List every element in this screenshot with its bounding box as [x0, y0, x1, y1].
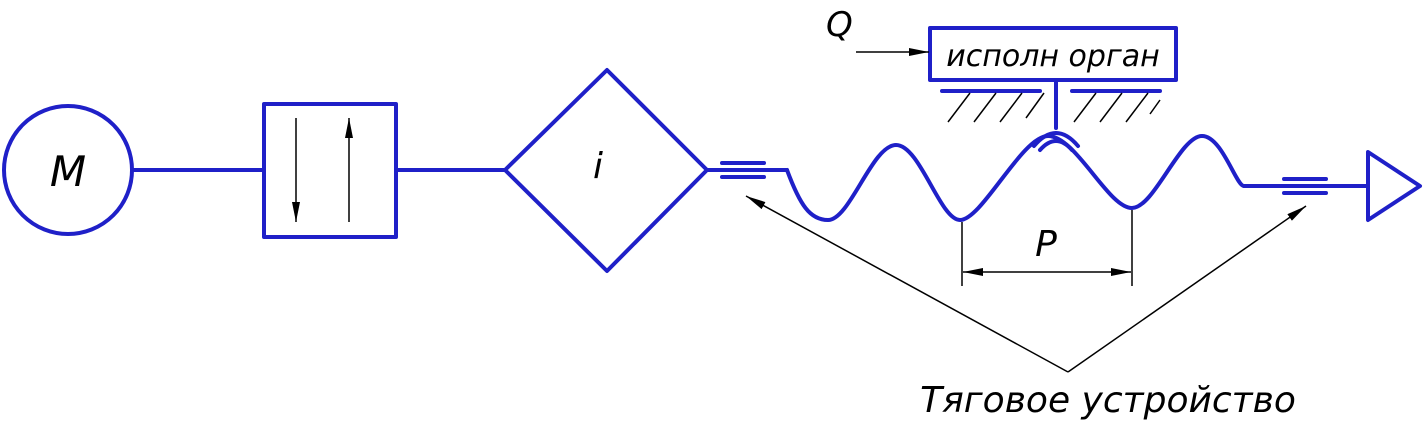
- actuator: исполн орган: [928, 26, 1178, 152]
- gear-ratio-label: i: [593, 146, 603, 187]
- actuator-label: исполн орган: [946, 39, 1159, 74]
- reverser-box: [262, 102, 398, 239]
- guide-hatching: [947, 92, 1161, 123]
- pitch-label: P: [1035, 224, 1057, 265]
- pitch-dimension: P: [961, 210, 1133, 286]
- load-indicator: Q: [826, 5, 929, 56]
- traction-leaders: [745, 195, 1307, 373]
- motor-symbol: M: [2, 104, 134, 236]
- follower-cap-inner: [1038, 139, 1074, 152]
- right-coupling: [1242, 177, 1370, 195]
- gear-symbol: i: [503, 68, 709, 273]
- leader-left: [745, 195, 1069, 373]
- follower-cap-outer: [1032, 131, 1080, 148]
- gear-diamond: [503, 68, 709, 273]
- leader-right: [1067, 205, 1307, 373]
- reverser-symbol: [262, 102, 398, 239]
- load-label: Q: [826, 5, 853, 45]
- left-coupling: [705, 161, 789, 179]
- motor-label: M: [50, 147, 86, 196]
- output-triangle: [1366, 150, 1422, 222]
- actuator-box: [928, 26, 1178, 82]
- traction-device-label: Тяговое устройство: [920, 380, 1296, 421]
- traction-wave: [785, 134, 1246, 222]
